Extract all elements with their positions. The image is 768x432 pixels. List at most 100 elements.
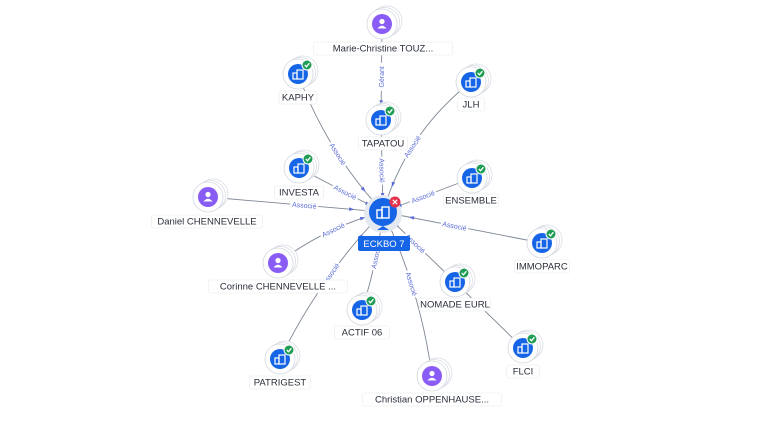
- edge-label-bg: [400, 132, 424, 161]
- node-label: ACTIF 06: [342, 328, 383, 339]
- node-label: TAPATOU: [362, 139, 405, 150]
- check-mark: [304, 62, 310, 68]
- node-label: Corinne CHENNEVELLE ...: [220, 282, 336, 293]
- center-label-pointer: [377, 226, 389, 230]
- edge-label-bg: [289, 199, 319, 211]
- building-icon: [376, 206, 390, 219]
- check-mark: [286, 347, 292, 353]
- node-label-box: [313, 41, 453, 56]
- check-icon: [545, 228, 557, 240]
- check-icon: [302, 153, 314, 165]
- node-label: FLCI: [513, 367, 534, 378]
- person-icon: [203, 191, 213, 202]
- node-label-box: [208, 279, 348, 294]
- node-label: JLH: [463, 100, 480, 111]
- check-icon: [365, 295, 377, 307]
- edge-arrow: [360, 186, 366, 192]
- node-label-box: [418, 297, 492, 312]
- center-label-box: [358, 236, 410, 251]
- building-icon: [356, 305, 368, 316]
- edge-arrow: [408, 216, 415, 220]
- node-tapatou[interactable]: TAPATOU: [358, 101, 408, 151]
- node-actif[interactable]: ACTIF 06: [334, 291, 390, 340]
- node-christian[interactable]: Christian OPPENHAUSE...: [362, 357, 502, 407]
- node-label: ENSEMBLE: [445, 196, 497, 207]
- check-mark: [529, 336, 535, 342]
- edge-arrow: [391, 181, 396, 188]
- person-icon: [273, 257, 283, 268]
- center-node-circle: [369, 198, 397, 226]
- node-label-box: [249, 375, 311, 390]
- check-icon: [458, 267, 470, 279]
- check-icon: [384, 105, 396, 117]
- node-investa[interactable]: INVESTA: [274, 149, 324, 200]
- building-icon: [517, 343, 529, 354]
- check-mark: [461, 270, 467, 276]
- check-icon: [474, 67, 486, 79]
- check-icon: [526, 333, 538, 345]
- node-label-box: [514, 259, 570, 274]
- check-mark: [305, 156, 311, 162]
- node-label: Daniel CHENNEVELLE: [157, 217, 256, 228]
- check-mark: [477, 70, 483, 76]
- edge-label-bg: [326, 139, 350, 169]
- edge-label: Associé: [442, 221, 468, 233]
- nodes-layer: Marie-Christine TOUZ... KAPHY JLH TAPATOU IN…: [151, 5, 570, 407]
- node-label-box: [506, 364, 540, 379]
- building-icon: [375, 115, 387, 126]
- node-patrigest[interactable]: PATRIGEST: [249, 340, 311, 390]
- node-marie[interactable]: Marie-Christine TOUZ...: [313, 5, 453, 56]
- edge-daniel-center: Associé: [207, 196, 384, 213]
- node-label: Christian OPPENHAUSE...: [375, 395, 489, 406]
- node-label-box: [362, 392, 502, 407]
- node-label-box: [278, 90, 318, 105]
- node-label: Marie-Christine TOUZ...: [333, 44, 433, 55]
- center-node[interactable]: ECKBO 7: [358, 195, 410, 251]
- node-label-box: [358, 136, 408, 151]
- person-icon: [427, 370, 437, 381]
- node-label-box: [334, 325, 390, 340]
- edge-label-bg: [408, 187, 438, 206]
- node-ensemble[interactable]: ENSEMBLE: [443, 159, 499, 208]
- building-icon: [449, 277, 461, 288]
- check-icon: [283, 344, 295, 356]
- node-immoparc[interactable]: IMMOPARC: [514, 224, 570, 274]
- edge-label: Associé: [292, 202, 317, 211]
- building-icon: [274, 354, 286, 365]
- node-label: PATRIGEST: [254, 378, 307, 389]
- building-icon: [293, 163, 305, 174]
- edge-label-bg: [439, 218, 470, 234]
- node-jlh[interactable]: JLH: [455, 63, 492, 112]
- node-kaphy[interactable]: KAPHY: [278, 55, 319, 105]
- building-icon: [536, 238, 548, 249]
- node-label-box: [443, 193, 499, 208]
- check-mark: [478, 166, 484, 172]
- check-mark: [368, 298, 374, 304]
- close-icon-cross: [392, 199, 398, 205]
- building-icon: [465, 77, 477, 88]
- check-mark: [548, 231, 554, 237]
- node-label: NOMADE EURL: [420, 300, 490, 311]
- building-icon: [292, 69, 304, 80]
- node-label-box: [151, 214, 263, 229]
- edge-arrow: [348, 207, 355, 211]
- node-flci[interactable]: FLCI: [506, 329, 544, 379]
- edge-label-bg: [376, 62, 387, 91]
- node-label-box: [274, 185, 324, 200]
- node-daniel[interactable]: Daniel CHENNEVELLE: [151, 178, 263, 229]
- edge-label-bg: [318, 219, 348, 240]
- edge-label: Gérant: [379, 66, 386, 88]
- check-icon: [475, 163, 487, 175]
- edge-label-bg: [377, 156, 387, 185]
- node-corinne[interactable]: Corinne CHENNEVELLE ...: [208, 244, 348, 294]
- node-nomade[interactable]: NOMADE EURL: [418, 263, 492, 312]
- edge-label: Associé: [377, 158, 385, 183]
- check-mark: [387, 108, 393, 114]
- node-label-box: [457, 97, 485, 112]
- building-icon: [466, 173, 478, 184]
- node-label: INVESTA: [279, 188, 320, 199]
- edge-label-bg: [403, 269, 420, 299]
- check-icon: [301, 59, 313, 71]
- edge-arrow: [359, 217, 366, 221]
